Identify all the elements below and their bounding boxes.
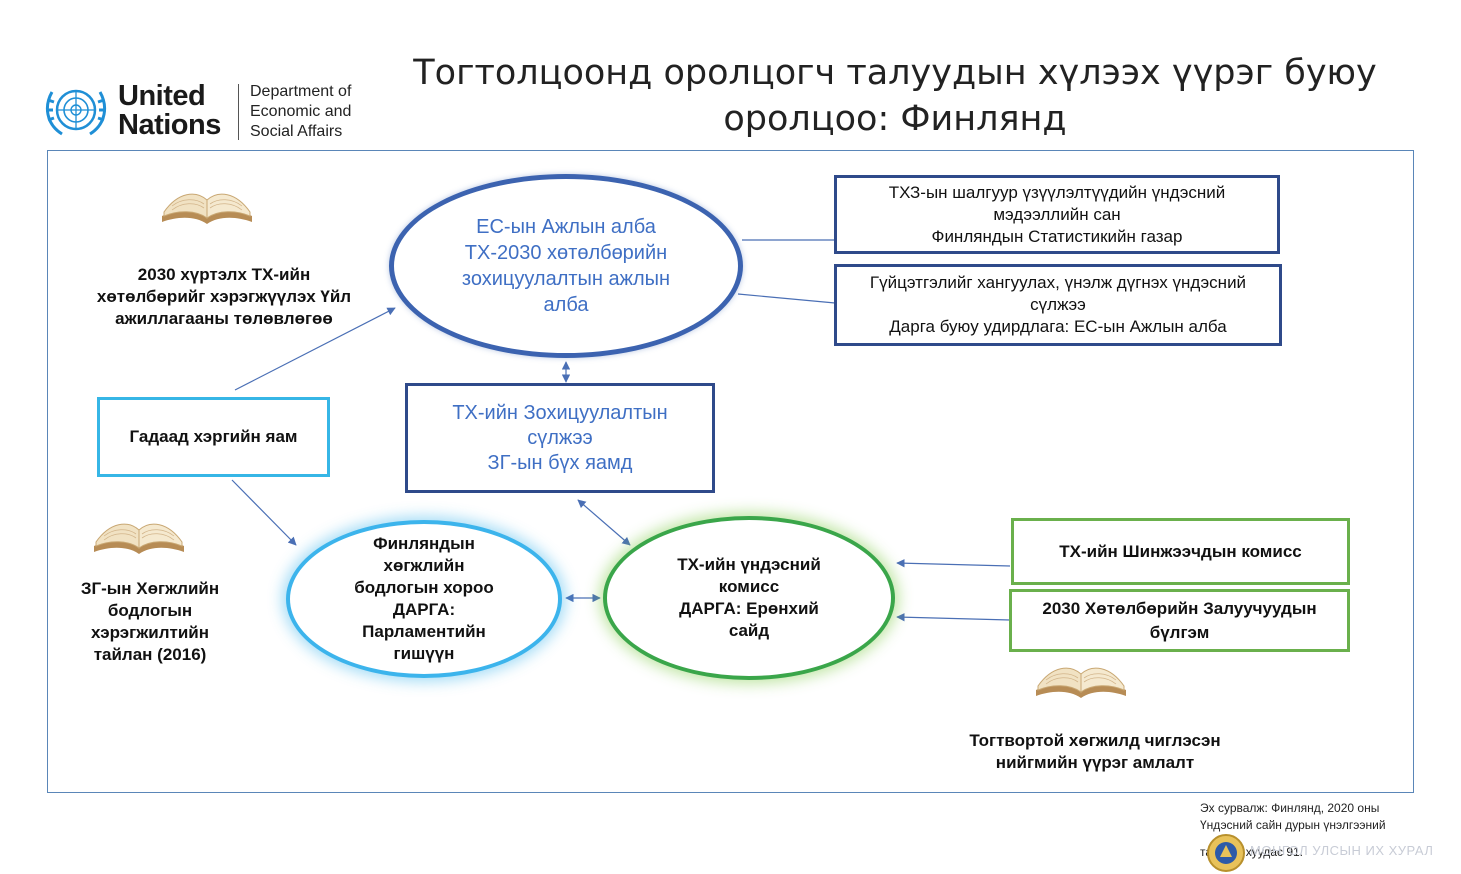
logo-divider [238, 84, 239, 140]
connector-eu-office-to-eval [737, 293, 836, 304]
stats-database-node: ТХЗ-ын шалгуур үзүүлэлтүүдийн үндэсний м… [834, 175, 1280, 254]
eu-office-node: ЕС-ын Ажлын алба ТХ-2030 хөтөлбөрийн зох… [389, 174, 743, 358]
foreign-ministry-node: Гадаад хэргийн яам [97, 397, 330, 477]
commitment-label: Тогтвортой хөгжилд чиглэсэн нийгмийн үүр… [969, 731, 1221, 772]
source-note: Эх сурвалж: Финлянд, 2020 оны Үндэсний с… [1200, 801, 1386, 859]
desa-wordmark: Department of Economic and Social Affair… [250, 83, 352, 140]
action-plan-label: 2030 хүртэлх ТХ-ийн хөтөлбөрийг хэрэгжүү… [96, 265, 352, 328]
development-committee-node: Финляндын хөгжлийн бодлогын хороо ДАРГА:… [286, 520, 562, 678]
youth-group-node: 2030 Хөтөлбөрийн Залуучуудын бүлгэм [1009, 589, 1350, 652]
diagram-frame [47, 150, 1414, 793]
evaluation-network-node: Гүйцэтгэлийг хангуулах, үнэлж дүгнэх үнд… [834, 264, 1282, 346]
parliament-seal-icon [1207, 834, 1245, 872]
page-title: Тогтолцоонд оролцогч талуудын хүлээх үүр… [413, 53, 1377, 139]
connector-ministry-to-committee [231, 479, 297, 546]
book-icon [94, 523, 184, 554]
development-report-label: ЗГ-ын Хөгжлийн бодлогын хэрэгжилтийн тай… [80, 579, 220, 664]
watermark-text: МОНГОЛ УЛСЫН ИХ ХУРАЛ [1250, 843, 1434, 858]
connector-network-to-commission [577, 499, 631, 546]
book-icon [162, 193, 252, 224]
book-icon [1036, 667, 1126, 698]
un-wordmark: United Nations [118, 80, 221, 141]
connector-experts-to-commission [896, 559, 1011, 568]
connector-ministry-to-eu-office [234, 307, 396, 391]
coordination-network-node: ТХ-ийн Зохицуулалтын сүлжээ ЗГ-ын бүх яа… [405, 383, 715, 493]
un-emblem-icon [45, 89, 107, 136]
expert-panel-node: ТХ-ийн Шинжээчдын комисс [1011, 518, 1350, 585]
connector-youth-to-commission [896, 613, 1011, 622]
national-commission-node: ТХ-ийн үндэсний комисс ДАРГА: Ерөнхий са… [603, 516, 895, 680]
